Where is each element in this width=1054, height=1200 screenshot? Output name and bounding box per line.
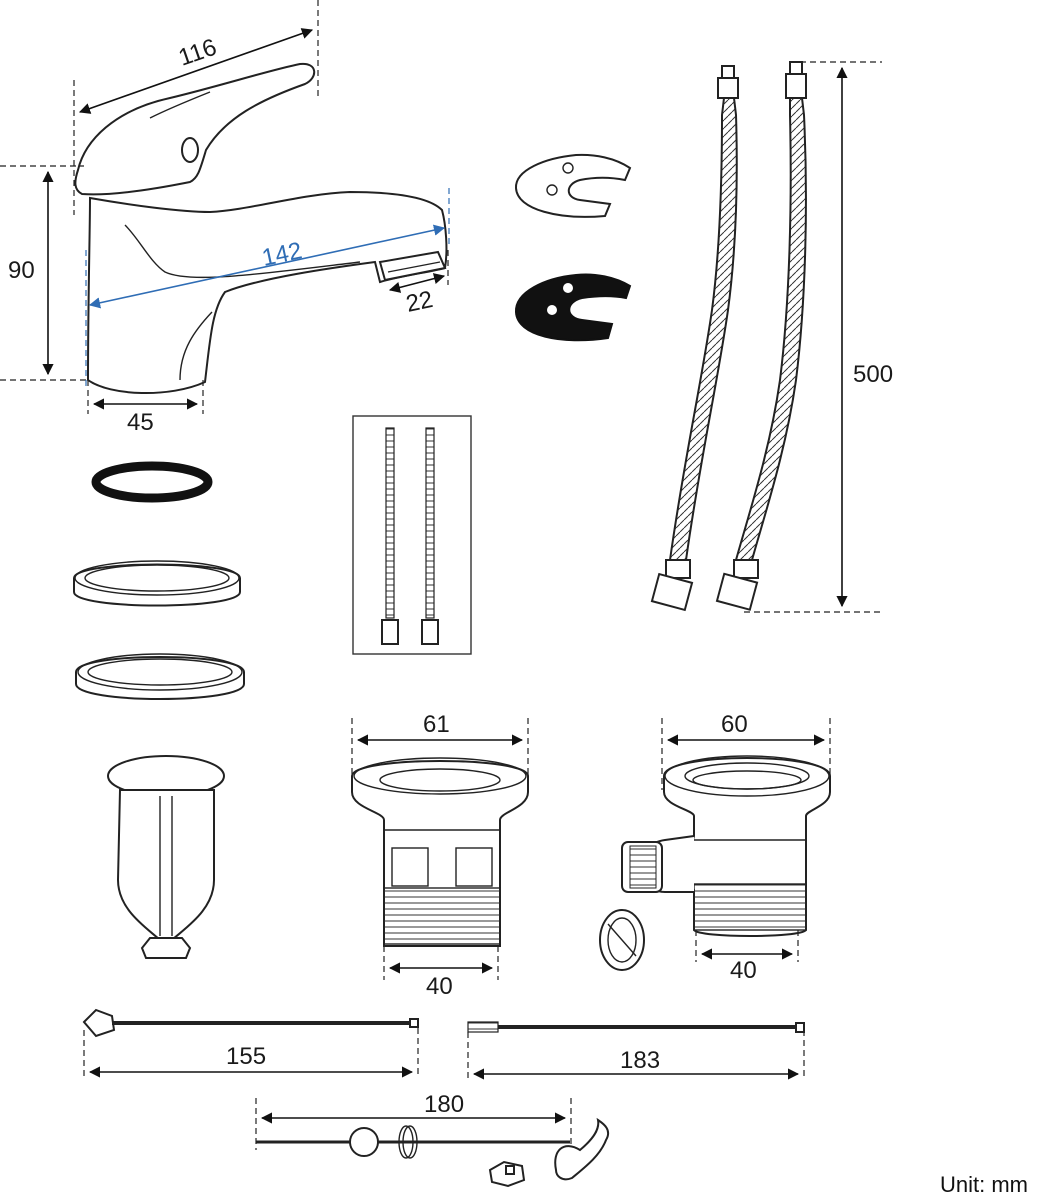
popup-stopper <box>107 755 225 959</box>
overflow-drain-dimensions: 60 40 <box>661 711 831 984</box>
faucet-dimensions: 116 90 142 22 45 <box>0 0 450 436</box>
pivot-rod: 183 <box>467 1021 805 1080</box>
horizontal-rod: 180 <box>255 1091 610 1188</box>
dim-horizontal-rod: 180 <box>424 1091 464 1118</box>
base-seal <box>75 653 245 700</box>
dim-base-width: 45 <box>127 409 154 436</box>
o-ring-black <box>91 461 213 503</box>
dim-overflow-drain-bottom: 40 <box>730 957 757 984</box>
dim-hose-length: 500 <box>853 361 893 388</box>
hose-dimension: 500 <box>744 61 893 613</box>
mounting-studs <box>352 415 472 655</box>
dim-lift-rod: 155 <box>226 1043 266 1070</box>
horseshoe-washer-black <box>514 273 632 342</box>
dim-spout-outlet: 22 <box>404 286 436 318</box>
lift-rod: 155 <box>82 1008 419 1078</box>
braided-hose-right <box>715 61 807 611</box>
dim-faucet-length: 116 <box>175 34 220 72</box>
flat-gasket <box>73 560 241 607</box>
horseshoe-washer-white <box>514 153 632 218</box>
dim-faucet-height: 90 <box>8 257 35 284</box>
overflow-drain <box>599 755 831 971</box>
unit-label: Unit: mm <box>940 1172 1028 1197</box>
dim-overflow-drain-top: 60 <box>721 711 748 738</box>
popup-drain <box>351 757 529 947</box>
dim-popup-drain-top: 61 <box>423 711 450 738</box>
popup-drain-dimensions: 61 40 <box>351 711 529 1000</box>
dim-pivot-rod: 183 <box>620 1047 660 1074</box>
faucet-body <box>74 62 448 394</box>
braided-hose-left <box>650 65 739 612</box>
dim-popup-drain-bottom: 40 <box>426 973 453 1000</box>
